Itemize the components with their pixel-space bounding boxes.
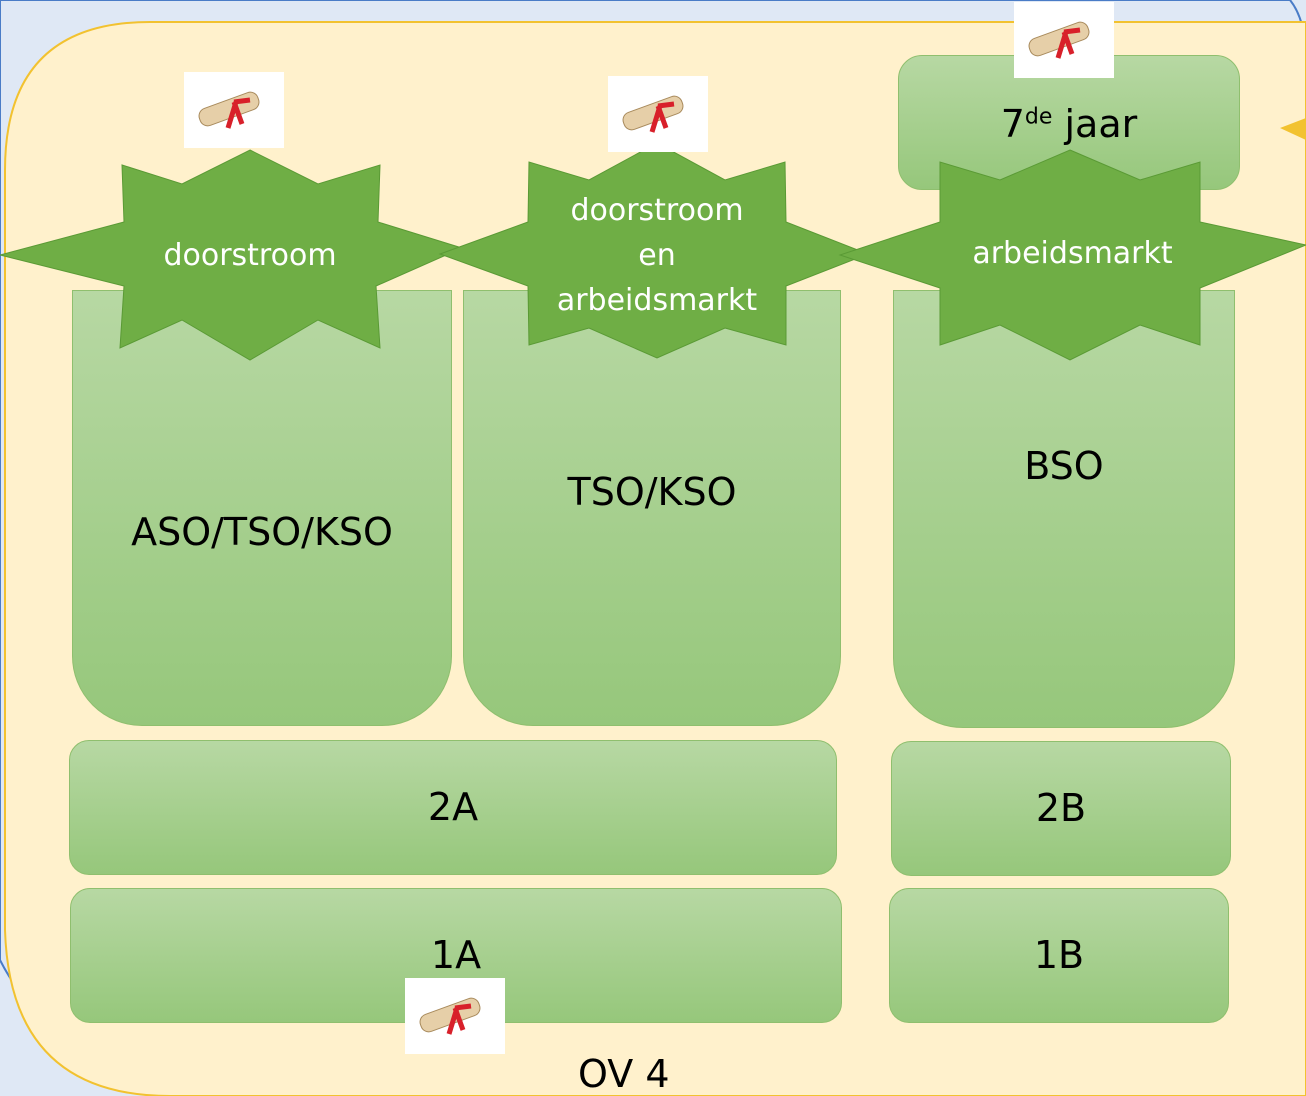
grade-1b-box: 1B: [889, 888, 1229, 1023]
seventh-year-word: jaar: [1064, 102, 1138, 146]
arrow-tip-icon: [1280, 118, 1306, 140]
star-middle: [438, 142, 870, 359]
diploma-icon-graphic: [419, 997, 481, 1035]
column-bso: BSO: [893, 290, 1235, 728]
grade-1a-label: 1A: [430, 932, 482, 977]
footer-label: OV 4: [578, 1052, 670, 1096]
column-tso-kso-label: TSO/KSO: [567, 470, 737, 515]
grade-2a-box: 2A: [69, 740, 837, 875]
seventh-year-sup: de: [1024, 104, 1053, 130]
star-right-line-1: arbeidsmarkt: [972, 235, 1173, 271]
grade-2b-label: 2B: [1035, 785, 1087, 830]
star-right: [838, 149, 1306, 361]
grade-1b-label: 1B: [1033, 932, 1085, 977]
diploma-icon: [608, 76, 708, 152]
star-left: [0, 149, 464, 361]
star-left-line-1: doorstroom: [163, 237, 337, 273]
column-tso-kso: TSO/KSO: [463, 290, 841, 726]
seventh-year-label: 7de jaar: [1000, 102, 1138, 146]
diploma-icon: [184, 72, 284, 148]
diploma-icon: [405, 978, 505, 1054]
star-middle-text: doorstroom en arbeidsmarkt: [527, 185, 787, 325]
diploma-icon-graphic: [1028, 21, 1090, 59]
diploma-icon-graphic: [622, 95, 684, 133]
column-aso-tso-kso-label: ASO/TSO/KSO: [131, 510, 393, 555]
column-aso-tso-kso: ASO/TSO/KSO: [72, 290, 452, 726]
column-bso-label: BSO: [1024, 443, 1104, 488]
grade-2b-box: 2B: [891, 741, 1231, 876]
seventh-year-number: 7: [1000, 102, 1025, 146]
star-middle-line-1: doorstroom: [570, 192, 744, 228]
star-middle-line-2: en: [638, 237, 676, 273]
grade-2a-label: 2A: [427, 784, 479, 829]
diploma-icon: [1014, 2, 1114, 78]
star-left-text: doorstroom: [120, 205, 380, 305]
diploma-icon-graphic: [198, 91, 260, 129]
star-middle-line-3: arbeidsmarkt: [556, 282, 758, 318]
star-right-text: arbeidsmarkt: [940, 203, 1205, 303]
